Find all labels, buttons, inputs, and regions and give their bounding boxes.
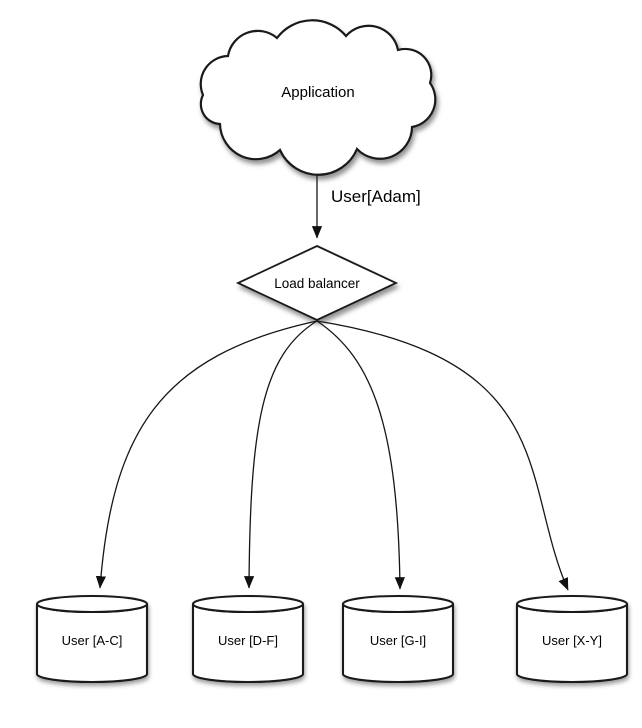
lb-to-db2-arrow xyxy=(243,320,318,589)
database-cylinder-top-3 xyxy=(341,594,455,614)
database-node-2: User [D-F] xyxy=(191,594,305,684)
database-cylinder-top-4 xyxy=(515,594,629,614)
load-balancer-node: Load balancer xyxy=(235,245,399,321)
app-to-lb-edge-label: User[Adam] xyxy=(331,187,421,206)
lb-to-db-arrows xyxy=(95,320,569,591)
database-cylinder-top-1 xyxy=(35,594,149,614)
database-label-3: User [G-I] xyxy=(370,633,426,648)
lb-to-db4-arrow xyxy=(316,320,569,591)
database-node-1: User [A-C] xyxy=(35,594,149,684)
application-cloud-shape xyxy=(199,19,437,176)
load-balancer-diamond xyxy=(235,245,399,321)
database-label-4: User [X-Y] xyxy=(542,633,602,648)
database-cylinder-top-2 xyxy=(191,594,305,614)
lb-to-db1-arrow xyxy=(95,320,318,589)
application-label: Application xyxy=(281,84,354,101)
lb-to-db3-arrow xyxy=(316,320,405,590)
load-balancer-label: Load balancer xyxy=(274,276,360,291)
application-node: Application xyxy=(199,19,437,176)
database-label-2: User [D-F] xyxy=(218,633,278,648)
database-label-1: User [A-C] xyxy=(62,633,123,648)
database-node-3: User [G-I] xyxy=(341,594,455,684)
database-node-4: User [X-Y] xyxy=(515,594,629,684)
